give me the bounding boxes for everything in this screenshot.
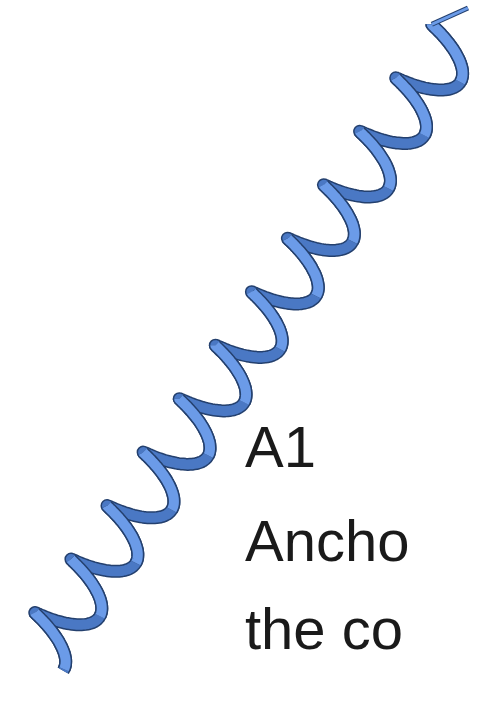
helix-ribbon-segment xyxy=(179,399,210,456)
helix-ribbon-segment xyxy=(215,345,246,402)
helix-ribbon-segment xyxy=(71,559,102,616)
helix-ribbon-segment xyxy=(432,8,468,24)
helix-ribbon-segment xyxy=(143,452,174,510)
helix-ribbon-segment xyxy=(360,131,391,188)
helix-ribbon-segment xyxy=(107,506,138,563)
helix-ribbon-segment xyxy=(215,345,246,402)
helix-ribbon-segment xyxy=(432,8,468,24)
helix-ribbon-segment xyxy=(396,78,427,135)
helix-ribbon-segment xyxy=(35,24,463,670)
helix-ribbon-segment xyxy=(35,24,463,670)
caption-text: Ancho xyxy=(245,512,409,570)
helix-ribbon-segment xyxy=(360,131,391,188)
helix-ribbon-segment xyxy=(432,24,463,82)
helix-ribbon-segment xyxy=(143,452,174,510)
helix-ribbon-segment xyxy=(35,613,66,670)
helix-ribbon-segment xyxy=(35,613,66,670)
caption-text: the co xyxy=(245,600,403,658)
helix-ribbon-segment xyxy=(288,238,319,296)
helix-ribbon-segment xyxy=(107,506,138,563)
helix-ribbon-segment xyxy=(71,559,102,616)
helix-ribbon-segment xyxy=(324,185,355,242)
helix-ribbon-segment xyxy=(324,185,355,242)
helix-ribbon-segment xyxy=(288,238,319,296)
panel-label: A1 xyxy=(245,418,316,476)
helix-ribbon-segment xyxy=(396,78,427,135)
helix-ribbon-segment xyxy=(432,24,463,82)
helix-ribbon-segment xyxy=(179,399,210,456)
helix-ribbon-segment xyxy=(251,292,282,349)
helix-ribbon-segment xyxy=(251,292,282,349)
